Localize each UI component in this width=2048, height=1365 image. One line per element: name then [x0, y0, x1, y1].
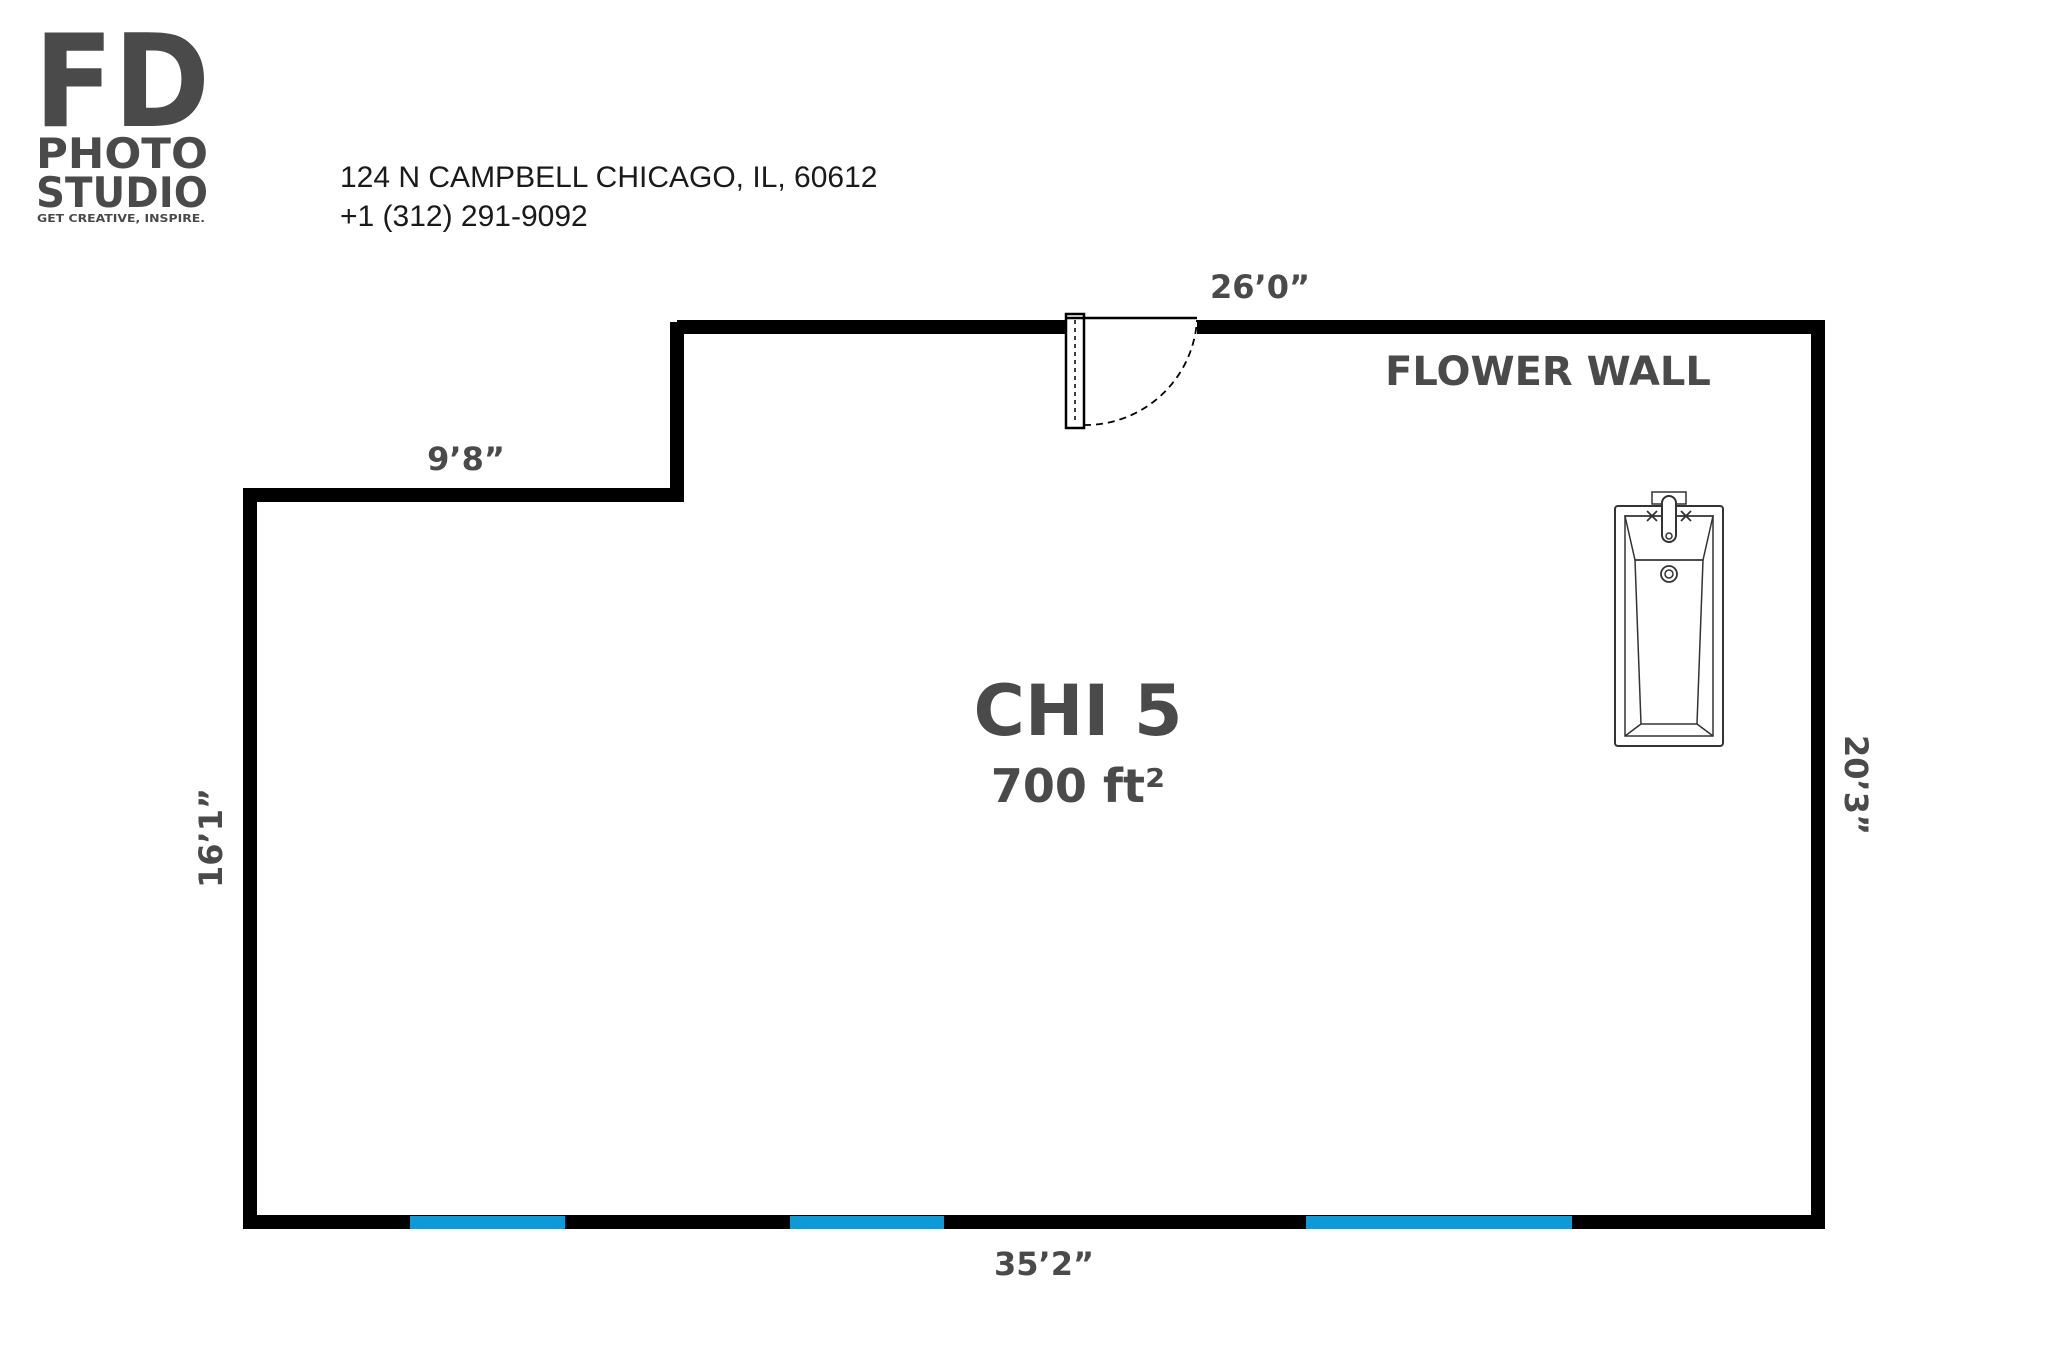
flower-wall-label: FLOWER WALL	[1385, 349, 1711, 395]
dimension-step: 9’8”	[427, 440, 505, 478]
windows	[410, 1216, 1572, 1229]
dimension-right: 20’3”	[1837, 735, 1875, 835]
bathtub-icon	[1614, 491, 1724, 747]
window-3	[1306, 1216, 1572, 1229]
phone-text: +1 (312) 291-9092	[340, 200, 588, 233]
brand-logo: FD PHOTO STUDIO GET CREATIVE, INSPIRE.	[34, 8, 210, 225]
dimension-top: 26’0”	[1210, 268, 1310, 306]
logo-tagline: GET CREATIVE, INSPIRE.	[37, 212, 205, 225]
room-area: 700 ft²	[991, 759, 1165, 813]
door-swing-icon	[1064, 312, 1198, 430]
door-opening	[1073, 316, 1197, 338]
address-text: 124 N CAMPBELL CHICAGO, IL, 60612	[340, 161, 877, 194]
window-1	[410, 1216, 565, 1229]
dimension-left: 16’1”	[192, 788, 230, 888]
dimension-bottom: 35’2”	[994, 1245, 1094, 1283]
logo-photo: PHOTO	[36, 129, 208, 178]
logo-studio: STUDIO	[36, 168, 208, 217]
room-walls	[243, 320, 1825, 1229]
logo-fd: FD	[34, 8, 210, 157]
window-2	[790, 1216, 944, 1229]
room-name: CHI 5	[973, 670, 1182, 752]
